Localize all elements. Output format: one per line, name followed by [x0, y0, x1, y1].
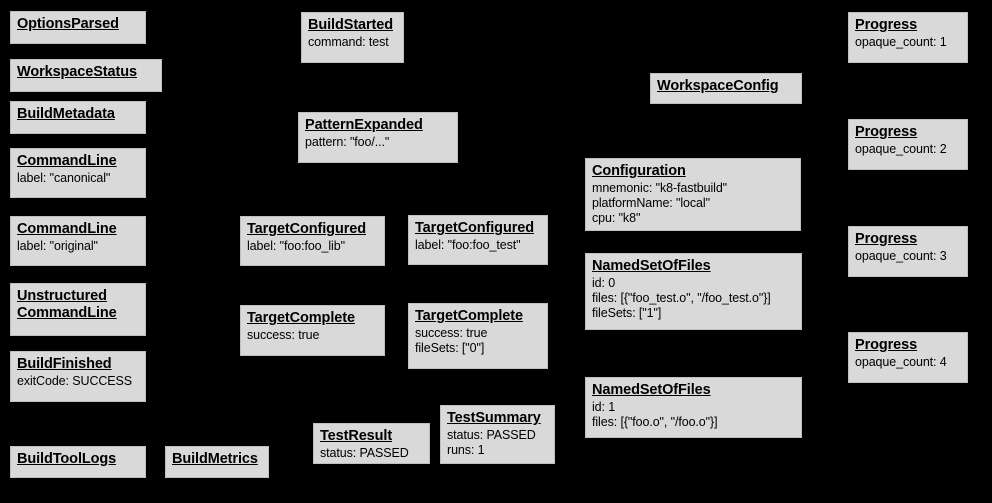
node-target-complete-test[interactable]: TargetComplete success: true fileSets: ["…	[408, 303, 548, 369]
node-attributes: success: true	[247, 328, 320, 342]
node-title: TestSummary	[447, 410, 541, 426]
node-attributes: status: PASSED runs: 1	[447, 428, 536, 457]
node-title: TargetComplete	[415, 308, 523, 324]
node-attributes: mnemonic: "k8-fastbuild" platformName: "…	[592, 181, 728, 225]
node-title: OptionsParsed	[17, 16, 119, 32]
node-title: PatternExpanded	[305, 117, 423, 133]
node-title: TestResult	[320, 428, 393, 444]
node-progress-2[interactable]: Progress opaque_count: 2	[848, 119, 968, 170]
node-progress-3[interactable]: Progress opaque_count: 3	[848, 226, 968, 277]
node-title: TargetConfigured	[247, 221, 366, 237]
node-configuration[interactable]: Configuration mnemonic: "k8-fastbuild" pl…	[585, 158, 801, 231]
node-attributes: id: 1 files: [{"foo.o", "/foo.o"}]	[592, 400, 718, 429]
node-title: NamedSetOfFiles	[592, 258, 711, 274]
node-attributes: label: "canonical"	[17, 171, 111, 185]
node-test-result[interactable]: TestResult status: PASSED	[313, 423, 430, 464]
node-workspace-status[interactable]: WorkspaceStatus	[10, 59, 162, 92]
node-attributes: label: "original"	[17, 239, 98, 253]
node-title: TargetComplete	[247, 310, 355, 326]
node-attributes: command: test	[308, 35, 389, 49]
node-attributes: status: PASSED	[320, 446, 409, 460]
node-title: NamedSetOfFiles	[592, 382, 711, 398]
node-title: CommandLine	[17, 221, 117, 237]
node-title: Progress	[855, 337, 918, 353]
node-title: Unstructured CommandLine	[17, 288, 117, 321]
node-attributes: label: "foo:foo_test"	[415, 238, 521, 252]
node-named-set-of-files-1[interactable]: NamedSetOfFiles id: 1 files: [{"foo.o", "…	[585, 377, 802, 438]
node-progress-1[interactable]: Progress opaque_count: 1	[848, 12, 968, 63]
node-attributes: opaque_count: 4	[855, 355, 947, 369]
node-title: BuildFinished	[17, 356, 112, 372]
node-command-line-canonical[interactable]: CommandLine label: "canonical"	[10, 148, 146, 198]
node-title: BuildStarted	[308, 17, 394, 33]
node-attributes: opaque_count: 1	[855, 35, 947, 49]
node-title: Configuration	[592, 163, 686, 179]
node-attributes: id: 0 files: [{"foo_test.o", "/foo_test.…	[592, 276, 771, 320]
node-workspace-config[interactable]: WorkspaceConfig	[650, 73, 802, 104]
node-title: TargetConfigured	[415, 220, 534, 236]
node-build-tool-logs[interactable]: BuildToolLogs	[10, 446, 146, 478]
node-build-started[interactable]: BuildStarted command: test	[301, 12, 404, 63]
node-test-summary[interactable]: TestSummary status: PASSED runs: 1	[440, 405, 555, 464]
node-title: BuildToolLogs	[17, 451, 117, 467]
node-options-parsed[interactable]: OptionsParsed	[10, 11, 146, 44]
node-attributes: label: "foo:foo_lib"	[247, 239, 345, 253]
node-target-configured-test[interactable]: TargetConfigured label: "foo:foo_test"	[408, 215, 548, 265]
node-build-metadata[interactable]: BuildMetadata	[10, 101, 146, 134]
node-build-finished[interactable]: BuildFinished exitCode: SUCCESS	[10, 351, 146, 402]
node-command-line-original[interactable]: CommandLine label: "original"	[10, 216, 146, 266]
node-unstructured-command-line[interactable]: Unstructured CommandLine	[10, 283, 146, 336]
node-attributes: opaque_count: 3	[855, 249, 947, 263]
node-progress-4[interactable]: Progress opaque_count: 4	[848, 332, 968, 383]
node-title: BuildMetrics	[172, 451, 258, 467]
node-attributes: pattern: "foo/..."	[305, 135, 390, 149]
node-target-configured-lib[interactable]: TargetConfigured label: "foo:foo_lib"	[240, 216, 385, 266]
node-pattern-expanded[interactable]: PatternExpanded pattern: "foo/..."	[298, 112, 458, 163]
node-title: BuildMetadata	[17, 106, 115, 122]
node-target-complete-lib[interactable]: TargetComplete success: true	[240, 305, 385, 356]
node-attributes: success: true fileSets: ["0"]	[415, 326, 488, 355]
node-title: Progress	[855, 231, 918, 247]
node-attributes: opaque_count: 2	[855, 142, 947, 156]
node-title: Progress	[855, 124, 918, 140]
node-attributes: exitCode: SUCCESS	[17, 374, 133, 388]
node-title: WorkspaceConfig	[657, 78, 779, 94]
node-build-metrics[interactable]: BuildMetrics	[165, 446, 269, 478]
node-title: WorkspaceStatus	[17, 64, 137, 80]
node-named-set-of-files-0[interactable]: NamedSetOfFiles id: 0 files: [{"foo_test.…	[585, 253, 802, 330]
node-title: Progress	[855, 17, 918, 33]
node-title: CommandLine	[17, 153, 117, 169]
